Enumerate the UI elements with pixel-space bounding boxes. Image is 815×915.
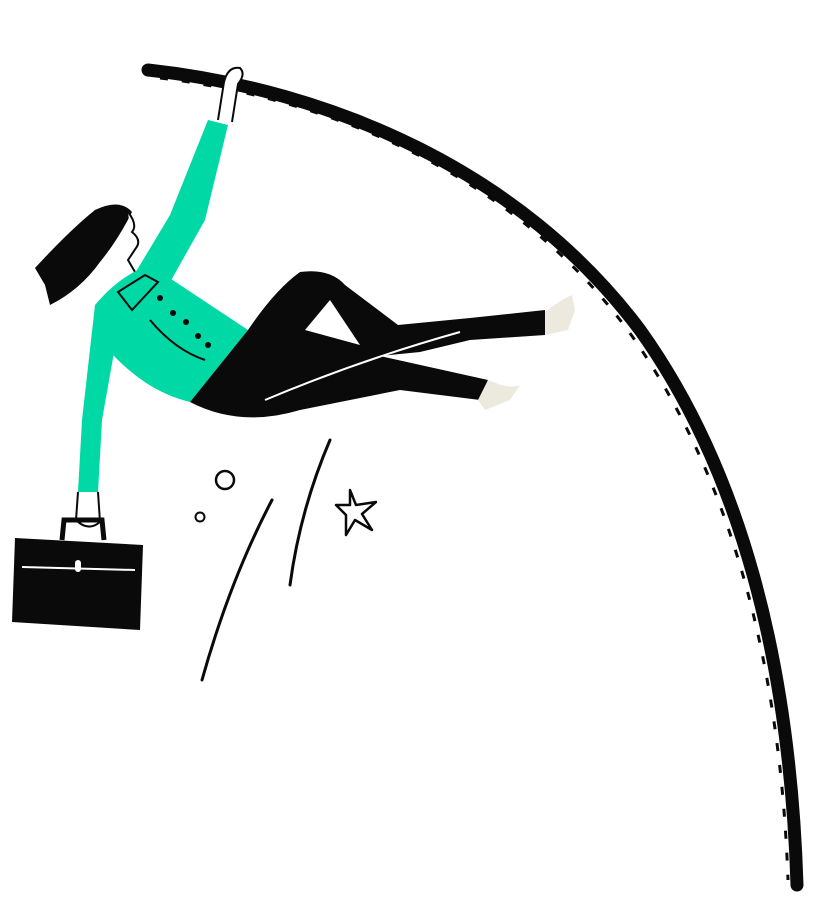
back-shoe [478,380,520,410]
sweater-hem-line [149,319,206,361]
sweater-buttons [157,295,211,348]
hair [35,204,132,305]
vaulting-pole [141,63,804,892]
bubble-small [194,511,206,523]
trouser-crease [264,331,461,401]
pole-texture [159,76,790,881]
gripping-hand [217,66,244,123]
torso [95,265,248,402]
motion-lines [200,438,332,682]
front-shoe [545,295,575,335]
briefcase [12,517,143,630]
knee-highlight [305,300,360,345]
trousers [190,271,545,418]
bubble-large [214,469,236,491]
raised-arm [128,120,228,300]
face [126,211,140,273]
lower-arm [78,305,118,492]
collar [116,273,160,312]
star-icon [334,488,378,537]
